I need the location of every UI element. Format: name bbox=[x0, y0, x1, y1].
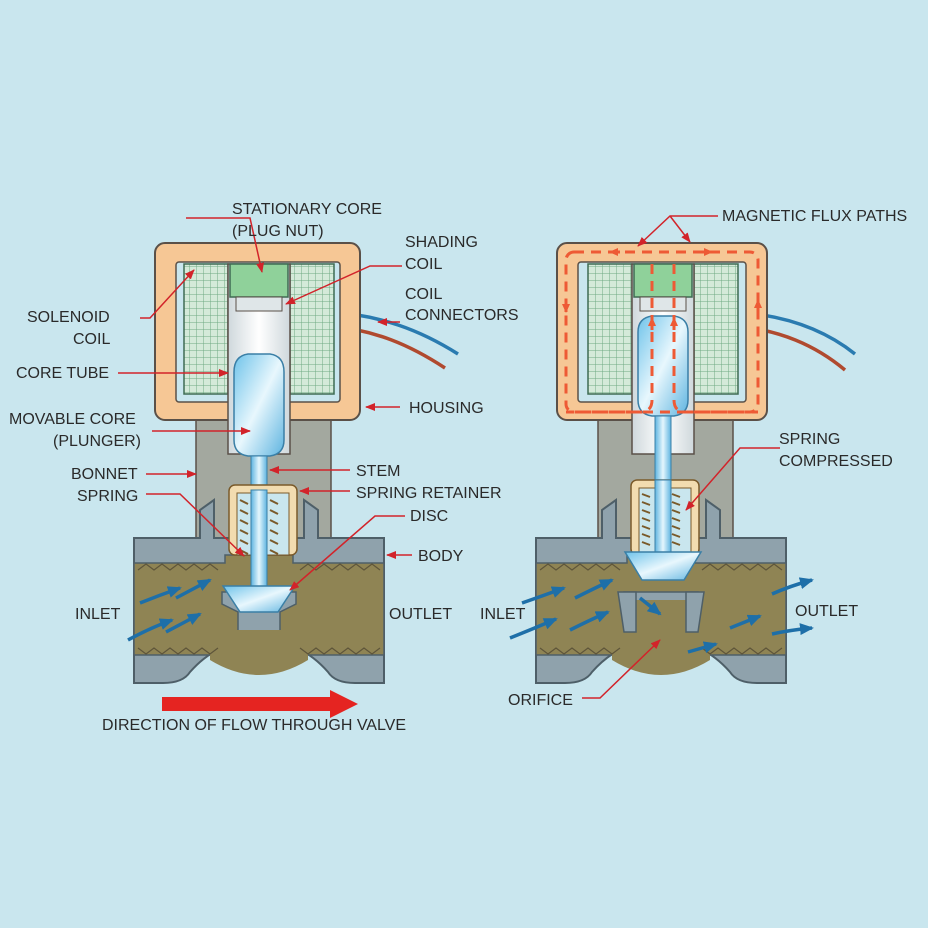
label-shading: SHADING bbox=[405, 234, 478, 251]
shading-coil bbox=[235, 296, 283, 312]
label-inlet-left: INLET bbox=[75, 606, 121, 623]
stem-lower-right bbox=[654, 479, 672, 553]
right-valve: MAGNETIC FLUX PATHS SPRING COMPRESSED IN… bbox=[480, 208, 907, 709]
solenoid-coil-left-half bbox=[183, 263, 229, 395]
label-solenoid-coil: COIL bbox=[73, 331, 110, 348]
disc bbox=[221, 585, 297, 613]
outlet-arrow-right-1 bbox=[729, 614, 762, 630]
label-shading-coil: COIL bbox=[405, 256, 442, 273]
shading-coil-right bbox=[639, 296, 687, 312]
left-valve: DIRECTION OF FLOW THROUGH VALVE STATIONA… bbox=[9, 201, 519, 734]
thread-left bbox=[137, 563, 219, 655]
label-plunger: (PLUNGER) bbox=[53, 433, 141, 450]
label-outlet-right: OUTLET bbox=[795, 603, 858, 620]
stationary-core-right bbox=[633, 263, 693, 298]
outlet-arrow-right-2 bbox=[771, 577, 814, 596]
label-bonnet: BONNET bbox=[71, 466, 138, 483]
inlet-arrow-1 bbox=[139, 586, 182, 605]
disc-right bbox=[623, 551, 703, 581]
label-orifice: ORIFICE bbox=[508, 692, 573, 709]
label-spring: SPRING bbox=[77, 488, 138, 505]
fluid-channel-lower bbox=[210, 630, 308, 675]
label-spring-retainer: SPRING RETAINER bbox=[356, 485, 502, 502]
solenoid-coil-right-right-half bbox=[693, 263, 739, 395]
inlet-arrow-right-1 bbox=[521, 586, 566, 605]
outlet-arrow-right-3 bbox=[771, 623, 814, 636]
stationary-core bbox=[229, 263, 289, 298]
thread-left-right bbox=[539, 563, 621, 655]
inlet-arrow-3 bbox=[175, 578, 212, 600]
label-coil-connectors: CONNECTORS bbox=[405, 307, 519, 324]
label-movable-core: MOVABLE CORE bbox=[9, 411, 136, 428]
valve-seat-right bbox=[685, 591, 705, 633]
label-plug-nut: (PLUG NUT) bbox=[232, 223, 324, 240]
inlet-arrow-right-2 bbox=[509, 617, 558, 640]
label-solenoid: SOLENOID bbox=[27, 309, 110, 326]
label-core-tube: CORE TUBE bbox=[16, 365, 109, 382]
label-outlet-left: OUTLET bbox=[389, 606, 452, 623]
label-stationary-core: STATIONARY CORE bbox=[232, 201, 382, 218]
spring-compressed bbox=[641, 493, 681, 546]
flux-arrowheads bbox=[562, 248, 762, 330]
label-disc: DISC bbox=[410, 508, 448, 525]
flow-arrow-through-orifice-2 bbox=[687, 641, 718, 654]
thread-right bbox=[299, 563, 381, 655]
inlet-arrow-4 bbox=[165, 612, 202, 634]
left-leader-lines bbox=[118, 217, 412, 591]
stem-lower bbox=[250, 489, 268, 591]
direction-of-flow-label: DIRECTION OF FLOW THROUGH VALVE bbox=[102, 717, 406, 734]
label-spring-compressed-1: SPRING bbox=[779, 431, 840, 448]
right-leader-lines bbox=[582, 215, 780, 699]
magnetic-flux-paths bbox=[564, 250, 760, 414]
direction-of-flow-arrow bbox=[162, 690, 358, 718]
inlet-arrow-right-3 bbox=[574, 578, 614, 600]
solenoid-coil-right-left-half bbox=[587, 263, 633, 395]
plunger bbox=[233, 353, 285, 457]
label-coil: COIL bbox=[405, 286, 442, 303]
valve-seat-left bbox=[617, 591, 637, 633]
inlet-arrow-2 bbox=[127, 618, 174, 642]
solenoid-coil-right-half bbox=[289, 263, 335, 395]
plunger-right bbox=[637, 315, 689, 417]
label-inlet-right: INLET bbox=[480, 606, 526, 623]
label-spring-compressed-2: COMPRESSED bbox=[779, 453, 893, 470]
label-magnetic-flux-paths: MAGNETIC FLUX PATHS bbox=[722, 208, 907, 225]
label-body: BODY bbox=[418, 548, 464, 565]
inlet-arrow-right-4 bbox=[569, 610, 610, 632]
flow-arrow-through-orifice-1 bbox=[638, 596, 662, 616]
label-housing: HOUSING bbox=[409, 400, 484, 417]
label-stem: STEM bbox=[356, 463, 400, 480]
